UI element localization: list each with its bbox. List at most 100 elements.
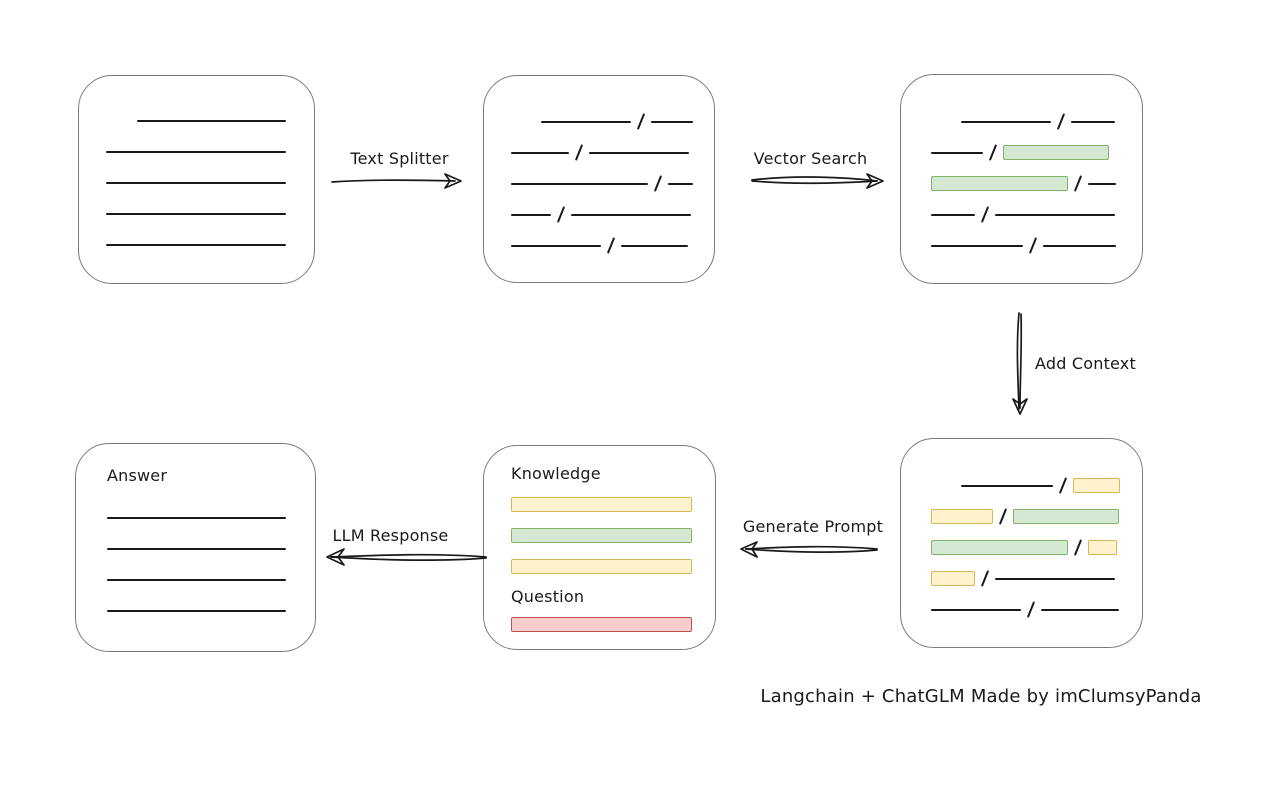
chunk-row (137, 105, 314, 136)
slash-separator (574, 144, 584, 161)
diagram-caption: Langchain + ChatGLM Made by imClumsyPand… (760, 686, 1202, 707)
text-line (107, 609, 286, 612)
text-line (571, 213, 691, 216)
slash-separator (1056, 113, 1066, 130)
slash-separator (606, 237, 616, 254)
chunk-row (107, 502, 315, 533)
chunk-row (107, 564, 315, 595)
chunk-row (931, 532, 1142, 563)
text-line (995, 577, 1115, 580)
answer-box: Answer (75, 443, 316, 652)
text-line (961, 484, 1053, 487)
chunk-row (107, 595, 315, 626)
slash-separator (980, 206, 990, 223)
text-line (961, 120, 1051, 123)
text-line (511, 244, 601, 247)
text-line (541, 120, 631, 123)
chunk-row (931, 501, 1142, 532)
text-line (511, 213, 551, 216)
chunk-row (511, 551, 715, 582)
text-splitter-arrow (331, 173, 462, 189)
chunk-row (511, 168, 714, 199)
generate-prompt-arrow (740, 541, 878, 558)
chunk-row (541, 106, 714, 137)
chunk-row (931, 199, 1142, 230)
green-chunk-bar (931, 540, 1068, 555)
llm-response-arrow (326, 548, 487, 566)
red-chunk-bar (511, 617, 692, 632)
chunk-row (511, 609, 715, 640)
chunk-row (511, 199, 714, 230)
text-line (106, 181, 286, 184)
chunk-row (106, 167, 314, 198)
yellow-chunk-bar (511, 497, 692, 512)
text-line (107, 516, 286, 519)
text-line (1043, 244, 1116, 247)
slash-separator (636, 113, 646, 130)
text-line (106, 212, 286, 215)
split-chunks-box (483, 75, 715, 283)
text-line (107, 547, 286, 550)
chunk-row (511, 230, 714, 261)
yellow-chunk-bar (931, 509, 993, 524)
chunk-row (511, 520, 715, 551)
generate-prompt-label: Generate Prompt (742, 517, 884, 536)
slash-separator (988, 144, 998, 161)
slash-separator (653, 175, 663, 192)
yellow-chunk-bar (511, 559, 692, 574)
vector-search-label: Vector Search (753, 149, 868, 168)
text-line (668, 182, 693, 185)
text-line (651, 120, 693, 123)
text-line (931, 608, 1021, 611)
source-document-box (78, 75, 315, 284)
green-chunk-bar (511, 528, 692, 543)
matched-chunks-box (900, 74, 1143, 284)
chunk-row (511, 489, 715, 520)
chunk-row (511, 137, 714, 168)
yellow-chunk-bar (931, 571, 975, 586)
text-line (931, 151, 983, 154)
slash-separator (1028, 237, 1038, 254)
text-line (931, 244, 1023, 247)
split-chunks-lines (511, 106, 714, 261)
text-line (511, 151, 569, 154)
knowledge-label: Knowledge (511, 464, 601, 483)
text-line (107, 578, 286, 581)
slash-separator (1073, 539, 1083, 556)
text-line (621, 244, 688, 247)
answer-lines (107, 502, 315, 626)
chunk-row (961, 470, 1142, 501)
text-line (931, 213, 975, 216)
chunk-row (106, 229, 314, 260)
yellow-chunk-bar (1073, 478, 1120, 493)
chunk-row (931, 563, 1142, 594)
question-bar (511, 609, 715, 640)
slash-separator (1026, 601, 1036, 618)
answer-label: Answer (107, 466, 168, 485)
vector-search-arrow (751, 173, 884, 189)
text-line (1041, 608, 1119, 611)
chunk-row (106, 198, 314, 229)
chunk-row (961, 106, 1142, 137)
context-chunks-box (900, 438, 1143, 648)
text-splitter-label: Text Splitter (350, 149, 449, 168)
slash-separator (980, 570, 990, 587)
question-label: Question (511, 587, 585, 606)
slash-separator (1058, 477, 1068, 494)
source-document-lines (106, 105, 314, 260)
knowledge-bars (511, 489, 715, 582)
slash-separator (1073, 175, 1083, 192)
chunk-row (931, 137, 1142, 168)
text-line (106, 243, 286, 246)
slash-separator (556, 206, 566, 223)
green-chunk-bar (1003, 145, 1109, 160)
matched-chunks-lines (931, 106, 1142, 261)
text-line (137, 119, 286, 122)
llm-response-label: LLM Response (332, 526, 449, 545)
chunk-row (106, 136, 314, 167)
chunk-row (931, 168, 1142, 199)
text-line (1071, 120, 1115, 123)
green-chunk-bar (931, 176, 1068, 191)
text-line (589, 151, 689, 154)
